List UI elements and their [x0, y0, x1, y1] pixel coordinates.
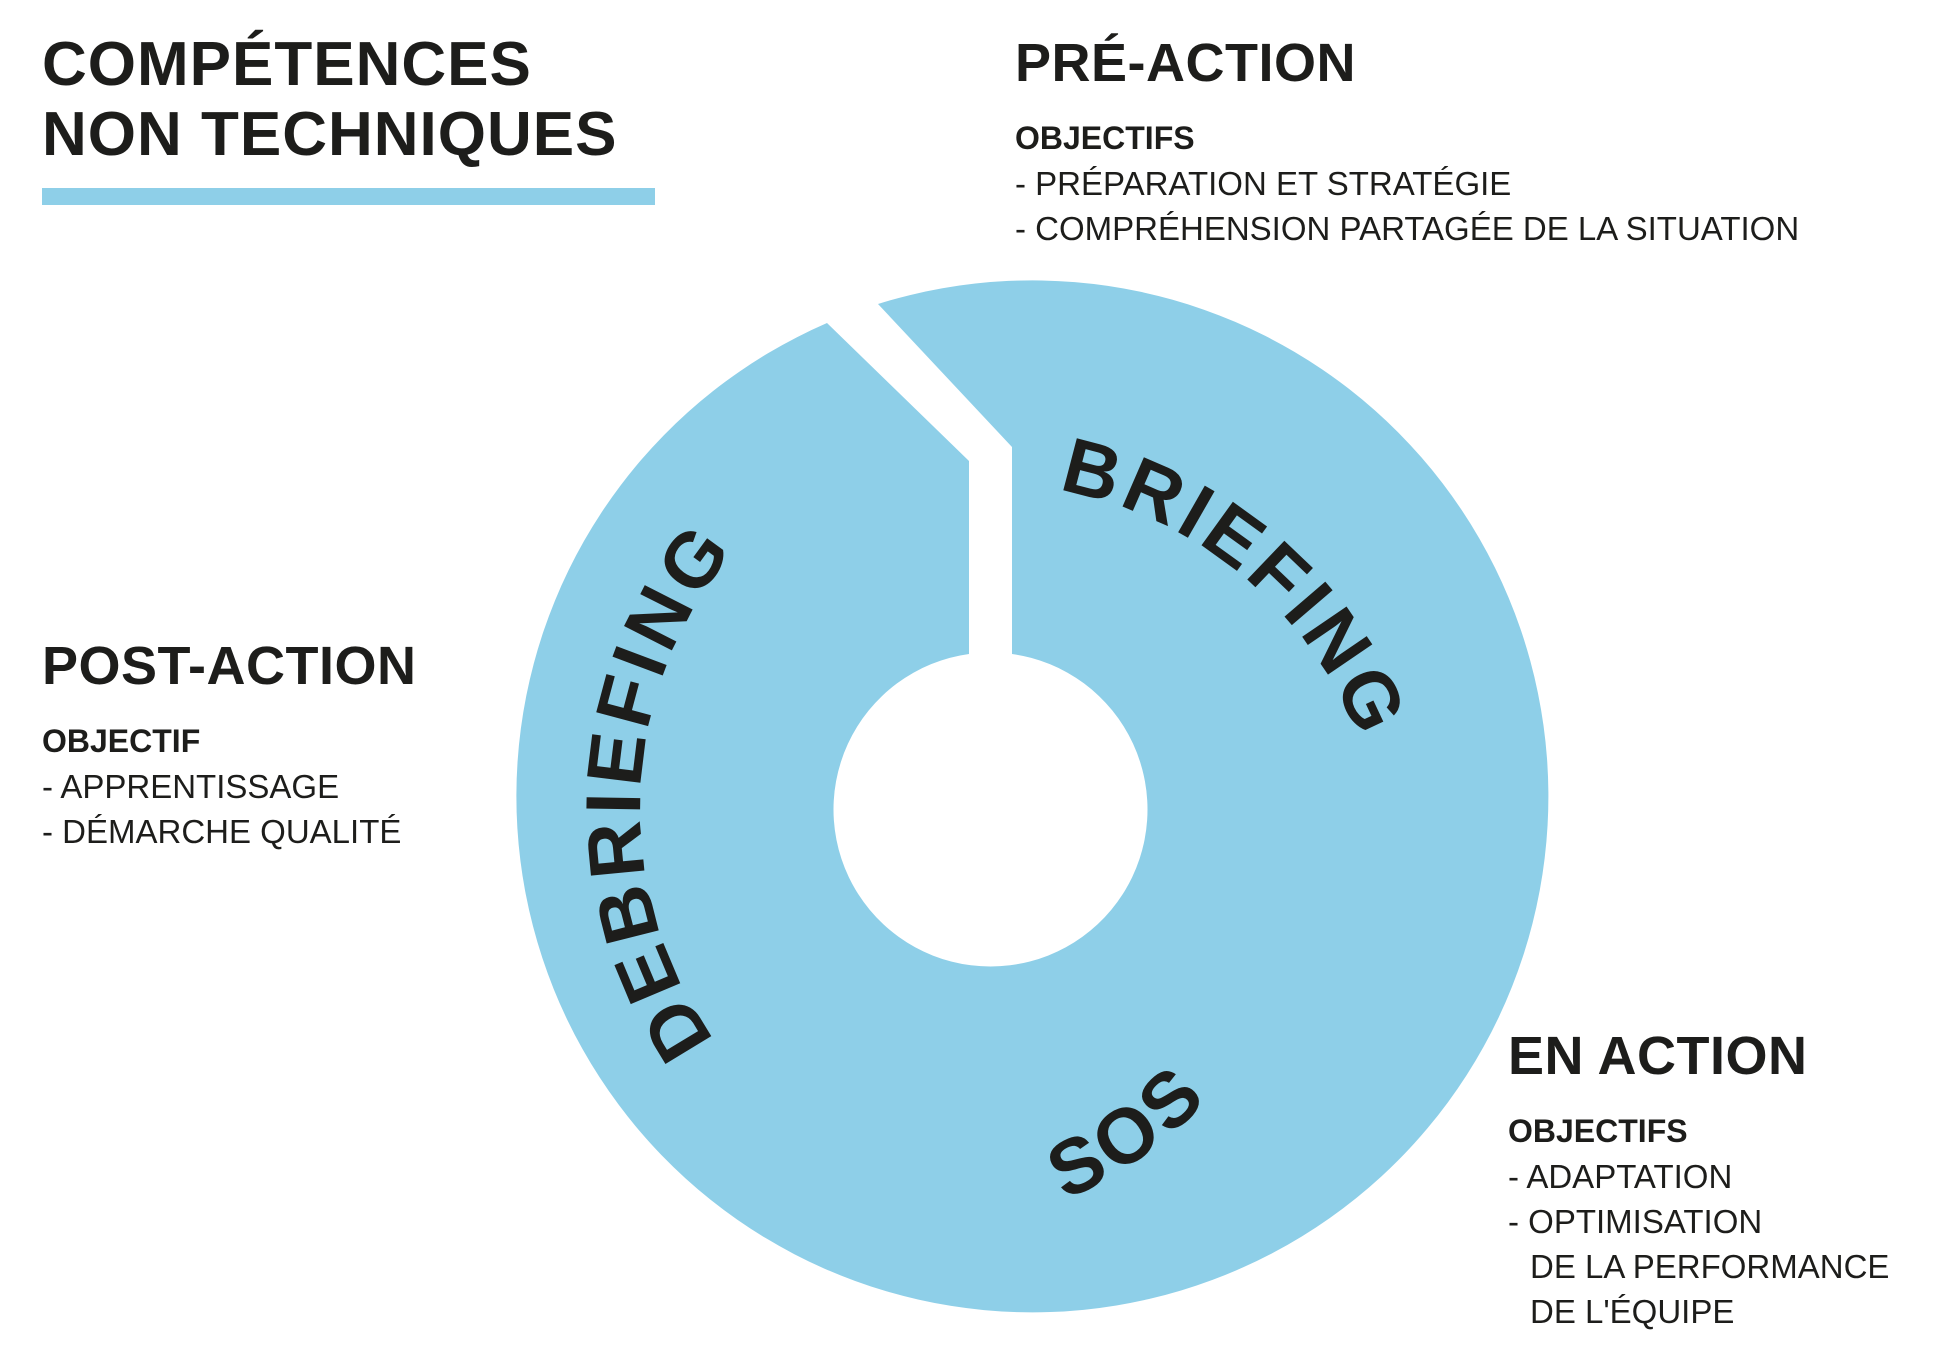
- phase-pre-objective-1: - PRÉPARATION ET STRATÉGIE: [1015, 165, 1512, 202]
- phase-en-action: EN ACTION OBJECTIFS - ADAPTATION - OPTIM…: [1508, 1025, 1889, 1334]
- phase-post-objectives-label: OBJECTIF: [42, 723, 201, 759]
- phase-pre-objective-2: - COMPRÉHENSION PARTAGÉE DE LA SITUATION: [1015, 210, 1800, 247]
- phase-en-objective-2: - OPTIMISATION: [1508, 1203, 1763, 1240]
- phase-en-objective-2-cont-2: DE L'ÉQUIPE: [1530, 1293, 1735, 1330]
- phase-en-objective-1: - ADAPTATION: [1508, 1158, 1733, 1195]
- phase-en-heading: EN ACTION: [1508, 1026, 1808, 1086]
- diagram-title: COMPÉTENCES NON TECHNIQUES: [42, 30, 617, 170]
- title-underline: [42, 188, 655, 205]
- phase-post-heading: POST-ACTION: [42, 636, 417, 696]
- phase-pre-action: PRÉ-ACTION OBJECTIFS - PRÉPARATION ET ST…: [1015, 32, 1799, 251]
- phase-pre-heading: PRÉ-ACTION: [1015, 33, 1356, 93]
- phase-post-action: POST-ACTION OBJECTIF - APPRENTISSAGE - D…: [42, 635, 417, 854]
- phase-post-objective-1: - APPRENTISSAGE: [42, 768, 340, 805]
- phase-pre-objectives-label: OBJECTIFS: [1015, 120, 1195, 156]
- cycle-ring: [516, 280, 1549, 1313]
- phase-en-objectives-label: OBJECTIFS: [1508, 1113, 1688, 1149]
- diagram-title-line-2: NON TECHNIQUES: [42, 100, 618, 169]
- phase-post-objective-2: - DÉMARCHE QUALITÉ: [42, 813, 402, 850]
- phase-en-objective-2-cont-1: DE LA PERFORMANCE: [1530, 1248, 1890, 1285]
- diagram-title-line-1: COMPÉTENCES: [42, 30, 532, 99]
